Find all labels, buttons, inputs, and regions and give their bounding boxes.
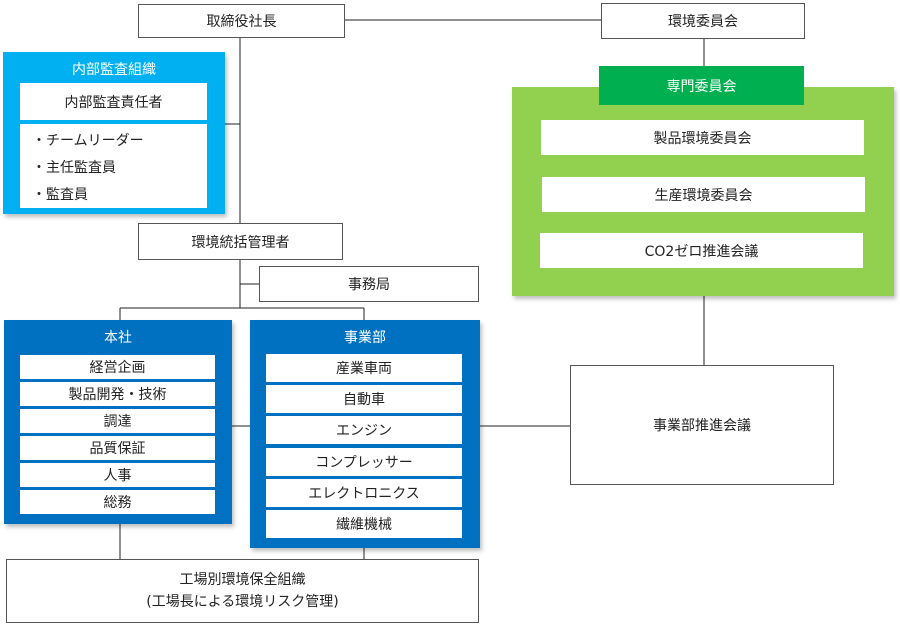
head-office-item-label: 製品開発・技術 <box>68 387 167 403</box>
product-environment-committee-box: 製品環境委員会 <box>541 120 864 155</box>
president-label: 取締役社長 <box>206 14 277 30</box>
environment-committee-label: 環境委員会 <box>668 14 738 30</box>
head-office-title: 本社 <box>104 330 132 346</box>
business-division-panel: 事業部 産業車両 自動車 エンジン コンプレッサー エレクトロニクス 繊維機械 <box>250 320 480 548</box>
head-office-item-label: 総務 <box>103 495 132 511</box>
head-office-item-management-planning: 経営企画 <box>20 355 215 379</box>
head-office-item-human-resources: 人事 <box>20 463 215 487</box>
head-office-item-procurement: 調達 <box>20 409 215 433</box>
division-promotion-meeting-box: 事業部推進会議 <box>570 365 834 485</box>
internal-audit-head-label: 内部監査責任者 <box>64 94 163 111</box>
factory-organization-title: 工場別環境保全組織 <box>179 572 306 588</box>
production-environment-committee-box: 生産環境委員会 <box>542 177 865 212</box>
division-item-automobiles: 自動車 <box>266 385 462 413</box>
internal-audit-members-box: ・チームリーダー ・主任監査員 ・監査員 <box>20 124 207 208</box>
expert-committee-header: 専門委員会 <box>599 66 804 105</box>
head-office-item-product-development: 製品開発・技術 <box>20 382 215 406</box>
internal-audit-head-box: 内部監査責任者 <box>20 83 207 120</box>
division-item-industrial-vehicles: 産業車両 <box>266 354 462 382</box>
secretariat-box: 事務局 <box>259 266 479 302</box>
division-item-compressors: コンプレッサー <box>266 448 462 476</box>
head-office-item-label: 経営企画 <box>89 360 146 376</box>
head-office-item-label: 品質保証 <box>89 441 146 457</box>
division-item-label: 自動車 <box>343 392 385 408</box>
production-environment-committee-label: 生産環境委員会 <box>654 187 753 204</box>
co2-zero-meeting-label: CO2ゼロ推進会議 <box>644 243 759 260</box>
division-item-label: エレクトロニクス <box>308 486 420 502</box>
division-item-engines: エンジン <box>266 416 462 444</box>
audit-member-team-leader: ・チームリーダー <box>32 133 144 149</box>
environment-committee-box: 環境委員会 <box>601 3 805 39</box>
internal-audit-title: 内部監査組織 <box>72 62 156 78</box>
environmental-manager-label: 環境統括管理者 <box>191 234 290 251</box>
division-item-textile-machinery: 繊維機械 <box>266 510 462 538</box>
division-item-label: コンプレッサー <box>315 455 413 471</box>
internal-audit-panel: 内部監査組織 内部監査責任者 ・チームリーダー ・主任監査員 ・監査員 <box>3 52 225 214</box>
division-item-label: 産業車両 <box>336 361 392 377</box>
secretariat-label: 事務局 <box>348 277 390 293</box>
head-office-item-label: 調達 <box>103 414 132 430</box>
head-office-item-quality-assurance: 品質保証 <box>20 436 215 460</box>
audit-member-chief-auditor: ・主任監査員 <box>32 160 116 176</box>
president-box: 取締役社長 <box>138 4 345 38</box>
business-division-title: 事業部 <box>344 330 386 346</box>
expert-committee-panel: 製品環境委員会 生産環境委員会 CO2ゼロ推進会議 <box>512 87 894 296</box>
expert-committee-title: 専門委員会 <box>666 78 737 95</box>
head-office-item-label: 人事 <box>103 468 132 484</box>
division-item-label: 繊維機械 <box>336 517 392 533</box>
factory-environment-organization-box: 工場別環境保全組織 (工場長による環境リスク管理) <box>6 559 479 623</box>
division-item-electronics: エレクトロニクス <box>266 479 462 507</box>
factory-organization-subtitle: (工場長による環境リスク管理) <box>146 594 339 610</box>
audit-member-auditor: ・監査員 <box>32 187 88 203</box>
environmental-manager-box: 環境統括管理者 <box>138 223 343 260</box>
co2-zero-meeting-box: CO2ゼロ推進会議 <box>540 233 863 268</box>
division-promotion-meeting-label: 事業部推進会議 <box>653 418 751 434</box>
head-office-panel: 本社 経営企画 製品開発・技術 調達 品質保証 人事 総務 <box>4 320 232 524</box>
product-environment-committee-label: 製品環境委員会 <box>653 130 752 147</box>
head-office-item-general-affairs: 総務 <box>20 490 215 514</box>
division-item-label: エンジン <box>336 423 392 439</box>
